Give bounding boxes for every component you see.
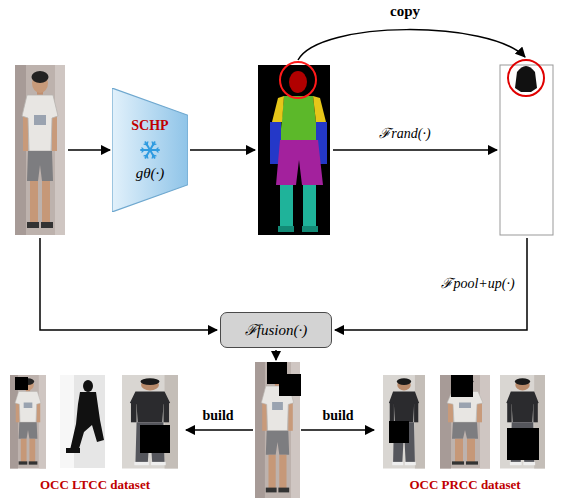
parsing-map xyxy=(258,65,330,235)
dataset-thumbnail xyxy=(83,380,93,392)
occluded-image xyxy=(255,362,300,498)
flow-arrow xyxy=(298,30,525,60)
parsing-map xyxy=(302,226,318,232)
head-mask xyxy=(508,60,544,96)
parsing-map xyxy=(276,140,323,185)
snowflake-icon xyxy=(142,150,144,152)
function-label: ℱrand(·) xyxy=(379,126,430,143)
flow-arrow xyxy=(301,429,374,431)
arrow-label: build xyxy=(202,408,233,425)
snowflake-icon xyxy=(156,148,158,150)
head-mask xyxy=(500,65,553,235)
parsing-map xyxy=(258,62,330,235)
dataset-thumbnail xyxy=(383,375,425,469)
snowflake-icon xyxy=(141,142,159,158)
parsing-map xyxy=(303,185,316,227)
head-mask xyxy=(515,66,537,92)
dataset-thumbnail xyxy=(389,421,409,443)
dataset-thumbnail xyxy=(500,375,545,469)
flow-arrow xyxy=(68,149,110,151)
parsing-map xyxy=(313,96,326,122)
snowflake-icon xyxy=(144,143,147,145)
flow-arrow xyxy=(40,238,217,330)
dataset-thumbnail xyxy=(140,425,170,453)
arrow-label: build xyxy=(322,408,353,425)
snowflake-icon xyxy=(146,150,151,158)
flow-arrow xyxy=(335,238,527,330)
function-symbol: gθ(·) xyxy=(112,164,188,182)
dataset-thumbnail xyxy=(383,375,545,469)
dataset-thumbnail xyxy=(440,375,490,469)
flow-arrow xyxy=(40,30,527,430)
input-image xyxy=(15,65,65,235)
snowflake-icon xyxy=(146,142,151,150)
dataset-thumbnail xyxy=(10,375,46,469)
dataset-thumbnail xyxy=(122,375,178,469)
parsing-map xyxy=(280,185,293,227)
flow-arrow xyxy=(333,149,497,151)
dataset-thumbnail xyxy=(70,392,104,452)
parsing-map xyxy=(272,96,284,122)
parsing-map xyxy=(280,96,318,140)
model-trapezoid: SCHP gθ(·) xyxy=(112,88,188,212)
occluded-image xyxy=(255,362,301,498)
parsing-map xyxy=(289,71,307,93)
dataset-thumbnail xyxy=(60,375,105,468)
input-image xyxy=(15,65,65,235)
flow-arrow xyxy=(275,350,277,360)
flow-arrow xyxy=(186,429,253,431)
trapezoid-outline xyxy=(112,88,188,212)
arrow-label: copy xyxy=(390,2,420,20)
function-label: ℱpool+up(·) xyxy=(441,276,514,293)
snowflake-icon xyxy=(153,155,156,157)
snowflake-icon xyxy=(146,155,148,158)
parsing-map xyxy=(280,62,316,98)
dataset-name: OCC LTCC dataset xyxy=(40,477,150,493)
snowflake-icon xyxy=(152,142,154,145)
dataset-thumbnail xyxy=(451,375,473,397)
flow-arrow xyxy=(190,149,255,151)
model-name: SCHP xyxy=(112,118,188,135)
dataset-thumbnail xyxy=(60,375,74,468)
occluded-image xyxy=(279,374,301,396)
snowflake-icon xyxy=(150,142,155,150)
dataset-thumbnail xyxy=(15,377,28,390)
head-mask xyxy=(500,60,553,235)
fusion-box: ℱfusion(·) xyxy=(220,312,332,348)
snowflake-icon xyxy=(150,150,155,158)
dataset-thumbnail xyxy=(10,375,178,469)
dataset-thumbnail xyxy=(66,448,80,453)
trapezoid-outline xyxy=(112,88,188,212)
dataset-name: OCC PRCC dataset xyxy=(409,477,520,493)
dataset-thumbnail xyxy=(507,428,539,460)
parsing-map xyxy=(278,226,294,232)
function-symbol: ℱfusion(·) xyxy=(245,321,307,339)
